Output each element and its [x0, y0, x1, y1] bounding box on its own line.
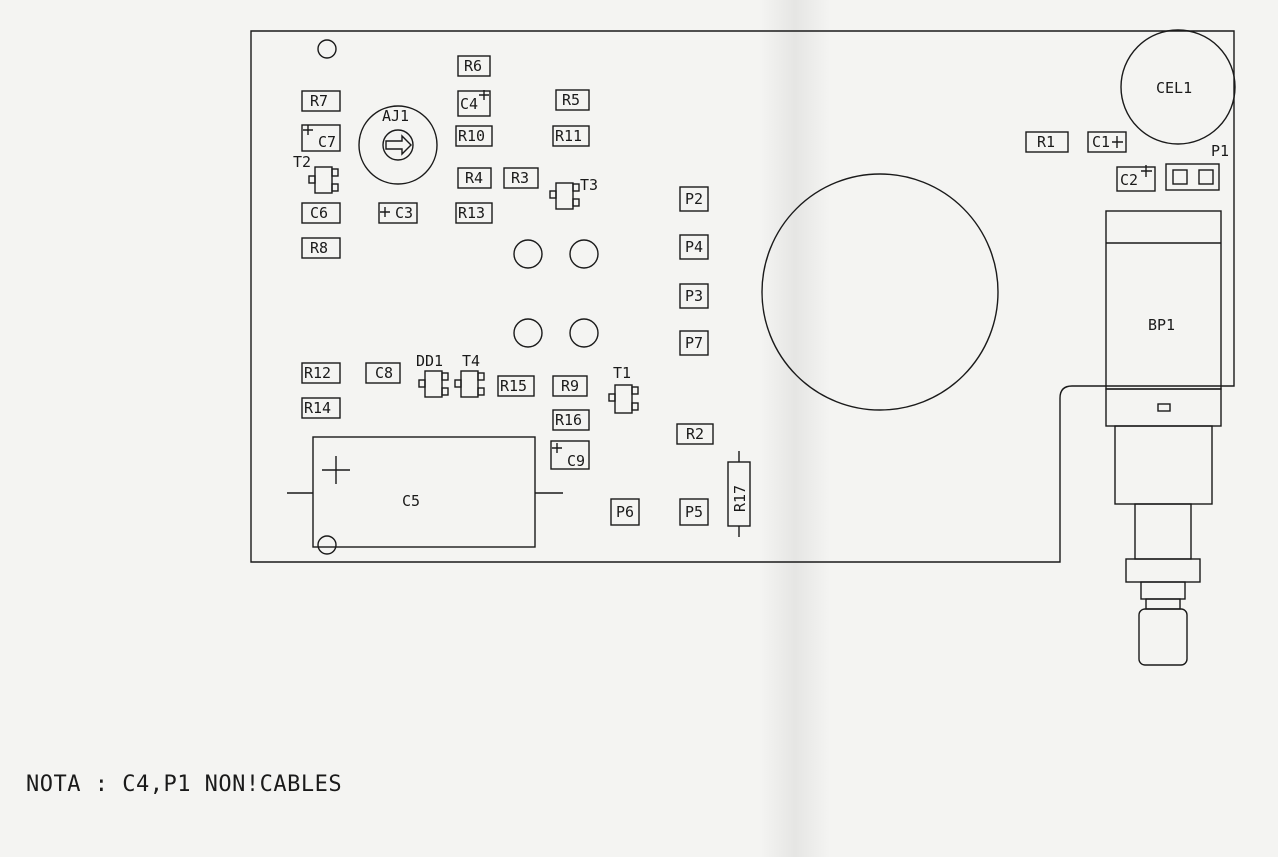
component-R8: R8	[301, 237, 341, 259]
label-P4: P4	[685, 238, 703, 256]
mounting-hole	[317, 535, 337, 555]
label-R12: R12	[304, 364, 331, 382]
component-R6: R6	[457, 55, 491, 77]
label-T1: T1	[613, 364, 631, 382]
component-T1: T1	[608, 364, 639, 414]
component-R9: R9	[552, 375, 588, 397]
pad-circle	[513, 239, 543, 269]
label-DD1: DD1	[416, 352, 443, 370]
component-C6: C6	[301, 202, 341, 224]
label-R17: R17	[731, 485, 749, 512]
label-C3: C3	[395, 204, 413, 222]
label-C2: C2	[1120, 171, 1138, 189]
label-R11: R11	[555, 127, 582, 145]
component-R3: R3	[503, 167, 539, 189]
label-R16: R16	[555, 411, 582, 429]
scan-fold-shadow	[760, 0, 830, 857]
component-R17: R17	[727, 451, 751, 537]
label-R6: R6	[464, 57, 482, 75]
label-P2: P2	[685, 190, 703, 208]
pad-circle	[569, 239, 599, 269]
component-R10: R10	[455, 125, 493, 147]
component-C9: C9	[550, 440, 590, 470]
label-C9: C9	[567, 452, 585, 470]
component-T2: T2	[293, 153, 339, 194]
component-T4: T4	[454, 352, 485, 398]
component-R12: R12	[301, 362, 341, 384]
label-C8: C8	[375, 364, 393, 382]
label-P1: P1	[1211, 142, 1229, 160]
label-R8: R8	[310, 239, 328, 257]
component-R11: R11	[552, 125, 590, 147]
label-T4: T4	[462, 352, 480, 370]
component-C2: C2	[1116, 165, 1156, 192]
label-CEL1: CEL1	[1156, 79, 1192, 97]
label-C4: C4	[460, 95, 478, 113]
component-AJ1: AJ1	[358, 105, 438, 185]
component-R5: R5	[555, 89, 590, 111]
component-P7: P7	[679, 330, 709, 356]
label-P3: P3	[685, 287, 703, 305]
component-C8: C8	[365, 362, 401, 384]
pad-circle	[569, 318, 599, 348]
pcb-outline	[250, 30, 1235, 563]
label-R9: R9	[561, 377, 579, 395]
label-P7: P7	[685, 334, 703, 352]
component-C1: C1	[1087, 131, 1127, 153]
label-R4: R4	[465, 169, 483, 187]
label-R10: R10	[458, 127, 485, 145]
label-R7: R7	[310, 92, 328, 110]
component-P2: P2	[679, 186, 709, 212]
large-circle	[761, 173, 999, 411]
component-R4: R4	[457, 167, 492, 189]
component-C4: C4	[457, 90, 491, 117]
component-CEL1: CEL1	[1120, 29, 1236, 145]
component-T3: T3	[549, 176, 598, 210]
component-C7: C7	[301, 124, 341, 152]
label-C1: C1	[1092, 133, 1110, 151]
label-C6: C6	[310, 204, 328, 222]
component-P4: P4	[679, 234, 709, 260]
component-R1: R1	[1025, 131, 1069, 153]
component-P3: P3	[679, 283, 709, 309]
assembly-note: NOTA : C4,P1 NON!CABLES	[26, 772, 343, 797]
label-C7: C7	[318, 133, 336, 151]
label-P6: P6	[616, 503, 634, 521]
label-BP1: BP1	[1148, 316, 1175, 334]
component-R2: R2	[676, 423, 714, 445]
label-R14: R14	[304, 399, 331, 417]
label-R2: R2	[686, 425, 704, 443]
label-P5: P5	[685, 503, 703, 521]
label-R1: R1	[1037, 133, 1055, 151]
component-R15: R15	[497, 375, 535, 397]
component-R13: R13	[455, 202, 493, 224]
component-P1: P1	[1165, 142, 1229, 191]
label-R15: R15	[500, 377, 527, 395]
component-P6: P6	[610, 498, 640, 526]
component-R7: R7	[301, 90, 341, 112]
label-T3: T3	[580, 176, 598, 194]
label-R3: R3	[511, 169, 529, 187]
label-R5: R5	[562, 91, 580, 109]
component-C3: C3	[378, 202, 418, 224]
pad-circle	[513, 318, 543, 348]
label-C5: C5	[402, 492, 420, 510]
label-AJ1: AJ1	[382, 107, 409, 125]
component-R16: R16	[552, 409, 590, 431]
component-R14: R14	[301, 397, 341, 419]
component-P5: P5	[679, 498, 709, 526]
mounting-hole	[317, 39, 337, 59]
label-T2: T2	[293, 153, 311, 171]
component-BP1: BP1	[1105, 210, 1222, 666]
component-DD1: DD1	[416, 352, 449, 398]
component-C5: C5	[287, 436, 563, 548]
label-R13: R13	[458, 204, 485, 222]
